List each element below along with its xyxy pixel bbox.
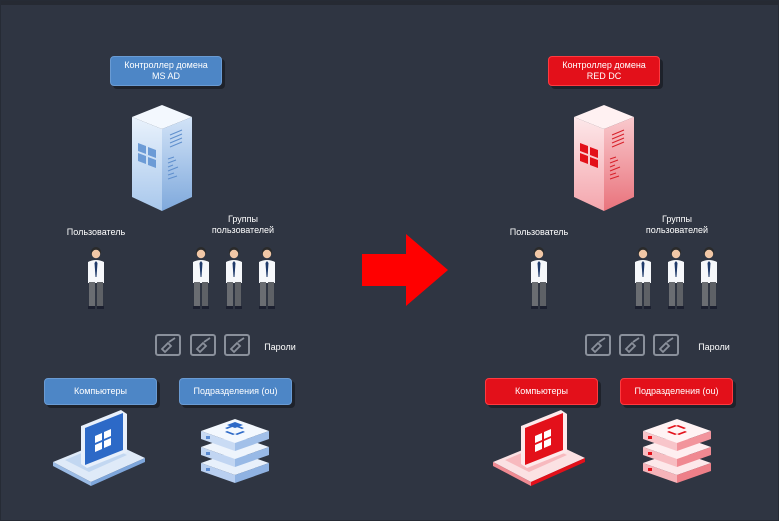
ms-ad-groups-line1: Группы [228, 214, 258, 224]
person-icon [193, 247, 209, 309]
red-dc-passwords-label: Пароли [698, 342, 730, 352]
server-icon [574, 105, 634, 211]
server-icon [132, 105, 192, 211]
ms-ad-controller-label: Контроллер домена MS AD [110, 56, 222, 86]
red-dc-controller-label: Контроллер домена RED DC [548, 56, 660, 86]
person-icon [88, 247, 104, 309]
red-dc-user-label: Пользователь [509, 227, 569, 237]
ms-ad-groups-line2: пользователей [211, 225, 275, 235]
person-icon [635, 247, 651, 309]
ms-ad-passwords-label: Пароли [264, 342, 296, 352]
person-icon [531, 247, 547, 309]
person-icon [668, 247, 684, 309]
ms-ad-computers-label: Компьютеры [44, 378, 157, 405]
server-stack-icon [643, 419, 711, 483]
person-icon [226, 247, 242, 309]
password-icon [653, 334, 679, 356]
red-dc-ou-label: Подразделения (ou) [620, 378, 733, 405]
red-dc-controller-line2: RED DC [586, 71, 622, 81]
ms-ad-ou-label: Подразделения (ou) [179, 378, 292, 405]
red-dc-computers-label: Компьютеры [485, 378, 598, 405]
ms-ad-controller-line1: Контроллер домена [124, 60, 208, 70]
red-dc-groups-line1: Группы [662, 214, 692, 224]
password-icon [224, 334, 250, 356]
password-icon [619, 334, 645, 356]
person-icon [701, 247, 717, 309]
password-icon [585, 334, 611, 356]
top-border [1, 1, 779, 5]
red-dc-groups-label: Группы пользователей [635, 214, 719, 236]
password-icon [190, 334, 216, 356]
red-dc-controller-line1: Контроллер домена [562, 60, 646, 70]
server-stack-icon [201, 419, 269, 483]
laptop-icon [493, 410, 585, 486]
person-icon [259, 247, 275, 309]
arrow-right-icon [362, 234, 448, 306]
ms-ad-controller-line2: MS AD [151, 71, 180, 81]
red-dc-groups-line2: пользователей [645, 225, 709, 235]
ms-ad-groups-label: Группы пользователей [201, 214, 285, 236]
ms-ad-user-label: Пользователь [66, 227, 126, 237]
password-icon [155, 334, 181, 356]
laptop-icon [53, 410, 145, 486]
